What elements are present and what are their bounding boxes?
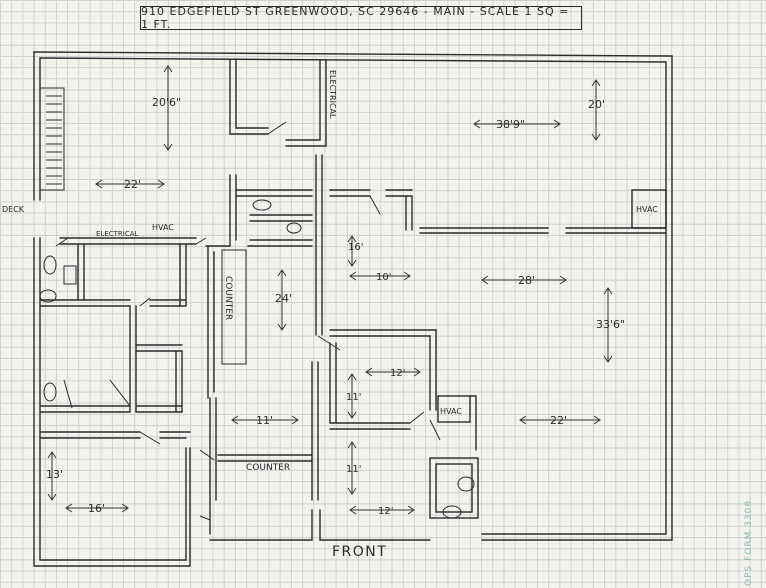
- dimension-arrows: [47, 65, 613, 515]
- fixtures: [39, 199, 475, 519]
- deck-stairs: [39, 87, 65, 191]
- toilet-fixture: [442, 505, 462, 519]
- sink-fixture: [63, 265, 77, 285]
- dim-label: 10': [376, 272, 391, 283]
- dim-label: 12': [390, 368, 405, 379]
- dim-label: 11': [256, 414, 273, 427]
- sink-fixture: [457, 476, 475, 492]
- form-stamp: OPS FORM 3308: [744, 499, 754, 586]
- dim-label: 22': [124, 178, 141, 191]
- dim-label: 24': [275, 292, 292, 305]
- dimension-labels: 20'6" 22' 38'9" 20' 16' 10' 24' 28' 33'6…: [46, 96, 625, 517]
- title-box: 910 EDGEFIELD ST GREENWOOD, SC 29646 - M…: [140, 5, 582, 31]
- room-labels: ELECTRICAL ELECTRICAL HVAC HVAC HVAC COU…: [2, 70, 658, 473]
- dim-label: 13': [46, 468, 63, 481]
- electrical-label-left: ELECTRICAL: [96, 230, 139, 238]
- dim-label: 20': [588, 98, 605, 111]
- dim-label: 38'9": [496, 118, 525, 131]
- dim-label: 20'6": [152, 96, 181, 109]
- dim-label: 33'6": [596, 318, 625, 331]
- dim-label: 16': [348, 242, 363, 253]
- interior-walls: [39, 59, 667, 519]
- counter-label-vertical: COUNTER: [223, 276, 233, 320]
- plan-title: 910 EDGEFIELD ST GREENWOOD, SC 29646 - M…: [141, 5, 570, 31]
- dim-label: 12': [378, 506, 393, 517]
- counter-outline: [221, 249, 247, 365]
- toilet-fixture: [286, 222, 302, 234]
- deck-label: DECK: [2, 205, 25, 214]
- sink-fixture: [252, 199, 272, 211]
- dim-label: 16': [88, 502, 105, 515]
- hvac-label-mid: HVAC: [440, 407, 462, 416]
- hvac-label-left: HVAC: [152, 223, 174, 232]
- electrical-label-top: ELECTRICAL: [328, 70, 337, 119]
- counter-label-horizontal: COUNTER: [246, 463, 290, 473]
- toilet-fixture: [43, 255, 57, 275]
- door-swings: [55, 121, 441, 521]
- dim-label: 28': [518, 274, 535, 287]
- dim-label: 11': [346, 392, 361, 403]
- dim-label: 11': [346, 464, 361, 475]
- toilet-fixture: [39, 289, 57, 303]
- front-label: FRONT: [332, 544, 388, 560]
- toilet-fixture: [43, 382, 57, 402]
- hvac-label-right: HVAC: [636, 205, 658, 214]
- outer-walls: [33, 51, 673, 567]
- dim-label: 22': [550, 414, 567, 427]
